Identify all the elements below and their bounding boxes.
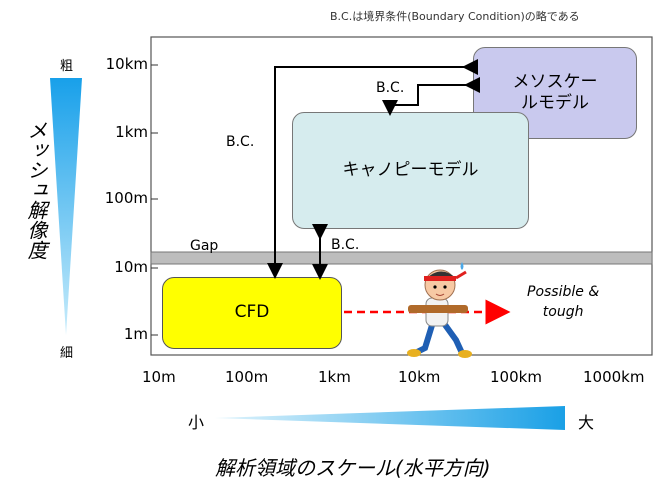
- xtick-1000km: 1000km: [583, 368, 645, 386]
- x-axis-title: 解析領域のスケール(水平方向): [215, 456, 491, 480]
- cfd-label: CFD: [234, 302, 270, 323]
- bc-label-canopy-cfd: B.C.: [331, 237, 360, 253]
- bc-label-meso-canopy: B.C.: [376, 80, 405, 96]
- possible-tough-label: Possible & tough: [527, 284, 600, 321]
- xtick-100m: 100m: [225, 368, 269, 386]
- ytick-10m: 10m: [114, 258, 148, 276]
- y-axis-title: メッシュ解像度: [24, 120, 48, 260]
- xtick-1km: 1km: [318, 368, 351, 386]
- bc-label-left: B.C.: [226, 134, 255, 150]
- fine-label: 細: [60, 346, 74, 361]
- xtick-10km: 10km: [398, 368, 441, 386]
- mesoscale-model-label: メソスケー ルモデル: [512, 71, 598, 113]
- bc-note: B.C.は境界条件(Boundary Condition)の略である: [330, 10, 580, 23]
- large-label: 大: [578, 413, 595, 432]
- running-boy-icon: [407, 262, 472, 358]
- ytick-10km: 10km: [105, 55, 148, 73]
- ytick-1m: 1m: [123, 325, 148, 343]
- xtick-10m: 10m: [142, 368, 176, 386]
- resolution-triangle: [50, 78, 82, 335]
- meso-to-canopy-arrow: [382, 77, 480, 116]
- gap-label: Gap: [190, 238, 219, 254]
- xtick-100km: 100km: [490, 368, 542, 386]
- scale-triangle: [215, 406, 565, 430]
- meso-to-cfd-arrow: [267, 59, 478, 279]
- coarse-label: 粗: [60, 59, 74, 74]
- ytick-1km: 1km: [115, 123, 148, 141]
- cfd-box: CFD: [162, 277, 342, 349]
- ytick-100m: 100m: [104, 189, 148, 207]
- small-label: 小: [188, 413, 205, 432]
